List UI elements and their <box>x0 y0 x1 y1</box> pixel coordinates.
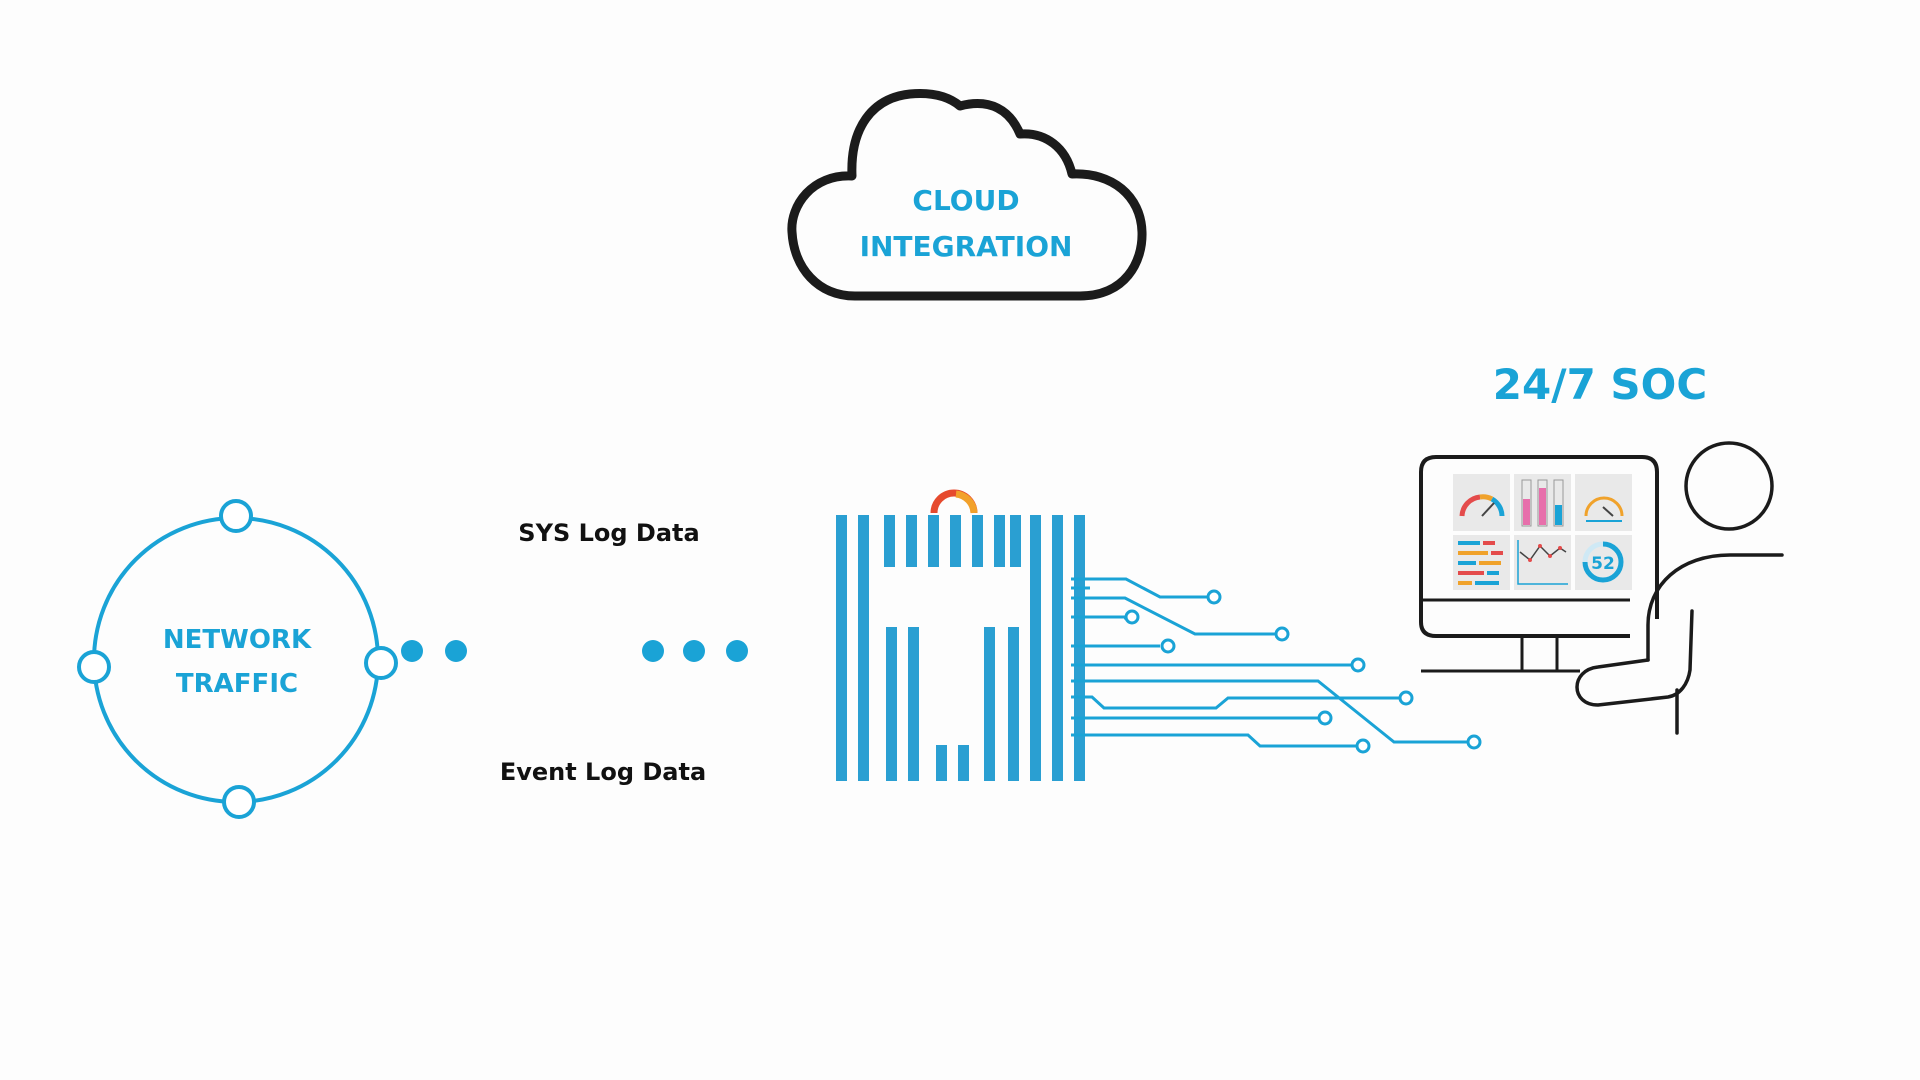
flow-dot <box>401 640 423 662</box>
device-bar <box>884 515 895 567</box>
person-icon <box>1575 441 1784 735</box>
network-label-line1: NETWORK <box>163 625 312 655</box>
trace-terminal <box>1124 609 1140 625</box>
ring-node-left <box>77 650 111 684</box>
event-log-label: Event Log Data <box>500 758 706 786</box>
flow-dot <box>642 640 664 662</box>
device-bar <box>972 515 983 567</box>
network-node: NETWORK TRAFFIC <box>77 499 398 819</box>
device-bar <box>958 745 969 781</box>
flow-dots <box>401 640 748 662</box>
sys-log-label: SYS Log Data <box>518 519 699 547</box>
trace-terminal <box>1398 690 1414 706</box>
flow-dot <box>726 640 748 662</box>
device-bar <box>836 515 847 781</box>
logo-device-icon <box>836 515 1085 781</box>
soc-title: 24/7 SOC <box>1493 360 1707 409</box>
ring-node-bottom <box>222 785 256 819</box>
dashboard-panel-line <box>1514 535 1571 590</box>
device-bar <box>1010 515 1021 567</box>
ring-node-top <box>219 499 253 533</box>
device-bar <box>928 515 939 567</box>
dashboard-panel-gauge <box>1453 474 1510 531</box>
dashboard-counter-value: 52 <box>1591 554 1615 574</box>
monitor-icon <box>1419 455 1659 673</box>
device-bar <box>1030 515 1041 781</box>
device-bar <box>994 515 1005 567</box>
network-label-line2: TRAFFIC <box>176 669 298 699</box>
dashboard-screen: 52 <box>1453 474 1632 590</box>
device-bar <box>1008 627 1019 781</box>
device-bar <box>950 515 961 567</box>
trace-terminal <box>1160 638 1176 654</box>
device-bar <box>984 627 995 781</box>
dashboard-panel-dial <box>1575 474 1632 531</box>
trace-terminal <box>1350 657 1366 673</box>
flow-dot <box>683 640 705 662</box>
trace-terminal <box>1466 734 1482 750</box>
trace-terminal <box>1317 710 1333 726</box>
device-bar <box>886 627 897 781</box>
gauge-icon <box>930 489 978 514</box>
network-ring-icon <box>92 516 380 804</box>
device-bar <box>1052 515 1063 781</box>
ring-node-right <box>364 646 398 680</box>
cloud-node: CLOUD INTEGRATION <box>787 89 1147 301</box>
device-bar <box>906 515 917 567</box>
trace-terminal <box>1274 626 1290 642</box>
cloud-label-line1: CLOUD <box>912 184 1019 217</box>
cloud-label-line2: INTEGRATION <box>860 230 1073 263</box>
circuit-traces-icon <box>1071 577 1467 748</box>
device-bar <box>908 627 919 781</box>
circuit-terminals <box>1124 589 1482 754</box>
flow-dot <box>445 640 467 662</box>
trace-terminal <box>1206 589 1222 605</box>
device-bar <box>936 745 947 781</box>
cloud-icon <box>787 89 1147 301</box>
trace-terminal <box>1355 738 1371 754</box>
device-bar <box>858 515 869 781</box>
device-bar <box>1074 515 1085 781</box>
